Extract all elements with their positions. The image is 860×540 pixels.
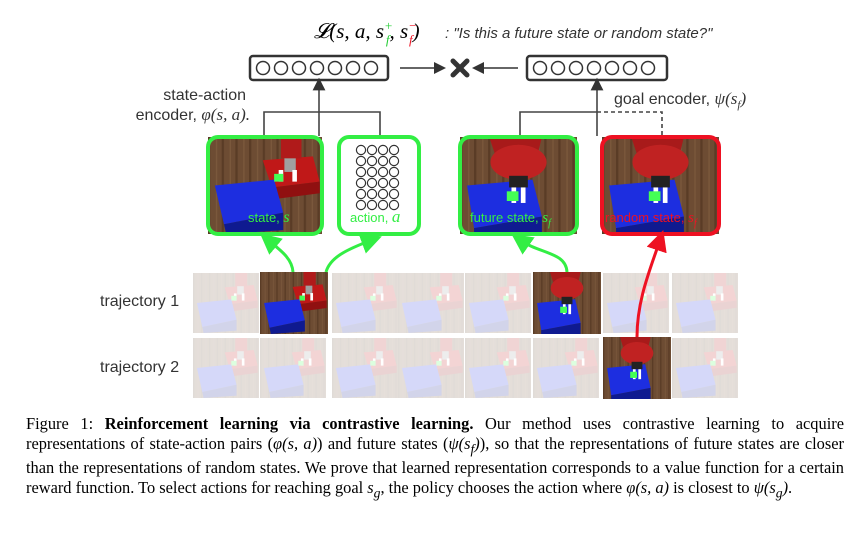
state-action-encoder-label-line2: encoder, φ(s, a). xyxy=(136,105,250,124)
trajectory-2-random-frame xyxy=(603,337,671,399)
goal-embedding xyxy=(525,54,669,82)
goal-encoder-label: goal encoder, ψ(sf) xyxy=(614,89,746,111)
card-future-state: future state, sf xyxy=(458,135,579,236)
svg-text:state, s: state, s xyxy=(248,209,290,226)
trajectory-2-label: trajectory 2 xyxy=(100,359,179,376)
figure-caption: Figure 1: Reinforcement learning via con… xyxy=(26,414,844,501)
card-random-state: random state, sf xyxy=(600,135,721,236)
state-action-embedding xyxy=(248,54,390,82)
arrow-trajectory-to-random xyxy=(635,230,667,338)
state-action-encoder-label-line1: state-action xyxy=(163,87,246,104)
arrow-trajectory-to-future xyxy=(511,233,569,273)
close-icon xyxy=(450,58,470,78)
svg-text:action, a: action, a xyxy=(350,207,400,226)
arrow-trajectory-to-state xyxy=(259,233,295,273)
arrow-trajectory-to-action xyxy=(324,233,382,273)
card-action: action, a xyxy=(337,135,421,236)
loss-question: : "Is this a future state or random stat… xyxy=(445,25,713,42)
trajectory-1-frames xyxy=(193,272,738,334)
state-action-encoder-tree xyxy=(263,77,381,136)
loss-label: 𝓛(s, a, s+f, s−f) xyxy=(314,18,420,47)
card-state: state, s xyxy=(206,135,324,236)
svg-text:random state, sf: random state, sf xyxy=(605,210,698,229)
goal-encoder-tree xyxy=(519,77,663,136)
caption-title: Reinforcement learning via contrastive l… xyxy=(104,414,474,433)
figure-diagram: 𝓛(s, a, s+f, s−f) : "Is this a future st… xyxy=(100,18,746,399)
trajectory-1-future-frame xyxy=(533,272,601,334)
trajectory-1-label: trajectory 1 xyxy=(100,293,179,310)
trajectory-1-state-frame xyxy=(260,272,328,334)
trajectory-2-frames xyxy=(193,337,738,399)
svg-text:future state, sf: future state, sf xyxy=(470,210,552,229)
